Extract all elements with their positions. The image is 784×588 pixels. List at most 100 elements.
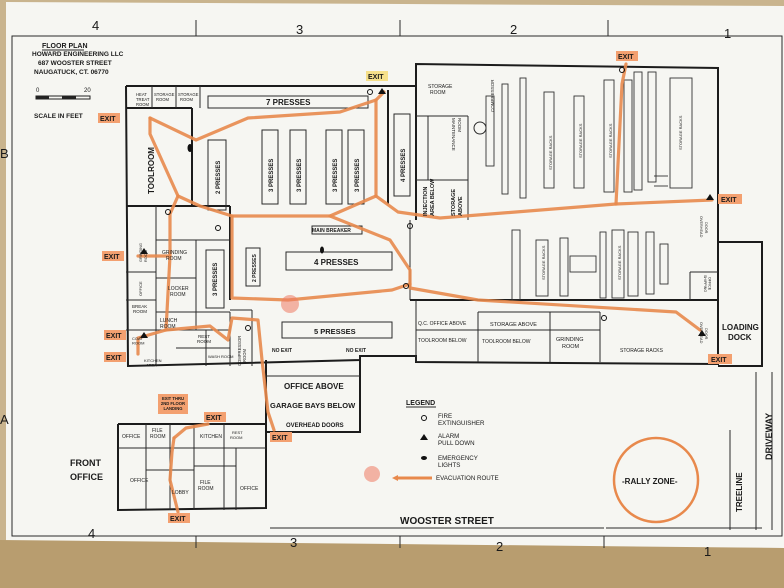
exit-left-top: EXIT (100, 116, 116, 123)
exit-left-mid: EXIT (104, 254, 120, 261)
exit-left-bottom: EXIT (106, 355, 122, 362)
scale-zero: 0 (36, 88, 40, 94)
emergency-light-icons (187, 144, 324, 254)
toolroom-below-a-label: TOOLROOM BELOW (418, 338, 467, 344)
rally-marker-legend (364, 466, 380, 482)
plan-title: FLOOR PLAN (42, 43, 88, 50)
kitchen-label: KITCHEN (200, 434, 222, 440)
storage-above-label-a: STORAGEABOVE (451, 189, 464, 216)
qc-office-label: Q.C. OFFICE ABOVE (418, 321, 467, 327)
front-office-label-bottom: OFFICE (70, 472, 103, 482)
driveway-label: DRIVEWAY (764, 413, 774, 460)
exit-top-center: EXIT (368, 74, 384, 81)
storage-racks-top (485, 71, 693, 199)
presses-3c-label: 3 PRESSES (333, 159, 339, 192)
shipping-office-label: SHIPPINGOFFICE (703, 275, 712, 292)
storage-racks-middle (511, 229, 669, 301)
storage-above-b-label: STORAGE ABOVE (490, 322, 537, 328)
toolroom-below-b-label: TOOLROOM BELOW (482, 339, 531, 345)
office-f3-label: OFFICE (240, 486, 259, 492)
legend-lights-icon (421, 456, 427, 460)
office-f1-label: OFFICE (122, 434, 141, 440)
front-office-label-top: FRONT (70, 458, 101, 468)
legend-route-label: EVACUATION ROUTE (436, 475, 499, 482)
scale-max: 20 (84, 88, 91, 94)
company-name: HOWARD ENGINEERING LLC (32, 51, 124, 58)
presses-4b-label: 4 PRESSES (314, 258, 359, 267)
company-address: 687 WOOSTER STREET (38, 60, 112, 67)
storage-racks-label-1: STORAGE RACKS (548, 135, 553, 170)
grid-left-b: B (0, 146, 9, 161)
exit-front-bottom: EXIT (170, 516, 186, 523)
no-exit-b-label: NO EXIT (346, 348, 366, 354)
injection-label: INJECTIONAREA BELOW (423, 178, 436, 216)
press-blocks (205, 95, 411, 339)
exit-front-top: EXIT (206, 415, 222, 422)
storage-racks-low-label: STORAGE RACKS (620, 348, 664, 354)
company-city: NAUGATUCK, CT. 06770 (34, 69, 109, 76)
storage-racks-label-5: STORAGE RACKS (541, 245, 546, 280)
street-label: WOOSTER STREET (400, 516, 494, 527)
scale-label: SCALE IN FEET (34, 113, 83, 120)
grid-top-2: 2 (510, 22, 517, 37)
exit-left-low: EXIT (106, 333, 122, 340)
overhead-door-a-label: OVERHEADDOOR (699, 216, 708, 238)
grinding-room-small-label: GRINDINGROOM (139, 243, 148, 262)
alarm-pull-down-icons (140, 88, 714, 338)
rally-zone-label: -RALLY ZONE- (622, 477, 678, 486)
presses-2b-label: 2 PRESSES (252, 254, 258, 282)
legend-route-arrow (392, 475, 398, 481)
compressor-top-label: COMPRESSOR (490, 79, 495, 112)
compressor-room-label: COMPRESSORROOM (237, 336, 247, 366)
board-background (0, 540, 784, 588)
overhead-door-b-label: OVERHEADDOOR (699, 322, 708, 344)
office-f2-label: OFFICE (130, 478, 149, 484)
main-breaker-label: MAIN BREAKER (312, 228, 351, 234)
exit-garage: EXIT (272, 435, 288, 442)
grid-top-1: 1 (724, 26, 731, 41)
exit-right-low: EXIT (711, 357, 727, 364)
lobby-label: LOBBY (172, 490, 189, 496)
rally-zone-circle (612, 436, 700, 524)
grid-bottom-1: 1 (704, 544, 711, 559)
fire-extinguisher-icons (165, 67, 625, 331)
legend-fire-icon (421, 415, 427, 421)
storage-racks-label-2: STORAGE RACKS (578, 123, 583, 158)
maintenance-label: MAINTENANCEROOM (451, 118, 462, 151)
grid-top-3: 3 (296, 22, 303, 37)
scale-bar (35, 95, 91, 100)
treeline-label: TREELINE (735, 472, 744, 512)
garage-bays-label: GARAGE BAYS BELOW (270, 401, 356, 410)
front-office-walls (117, 423, 267, 512)
grid-bottom-3: 3 (290, 535, 297, 550)
presses-3e-label: 3 PRESSES (213, 263, 219, 296)
second-floor-exit-box (158, 394, 188, 414)
exit-right-mid: EXIT (721, 197, 737, 204)
overhead-doors-label: OVERHEAD DOORS (286, 423, 344, 429)
compressor-tank (473, 121, 487, 135)
presses-3d-label: 3 PRESSES (355, 159, 361, 192)
grid-left-a: A (0, 412, 9, 427)
storage-racks-label-6: STORAGE RACKS (617, 245, 622, 280)
wash-room-label: WASH ROOM (208, 354, 233, 359)
grid-top-4: 4 (92, 18, 99, 33)
